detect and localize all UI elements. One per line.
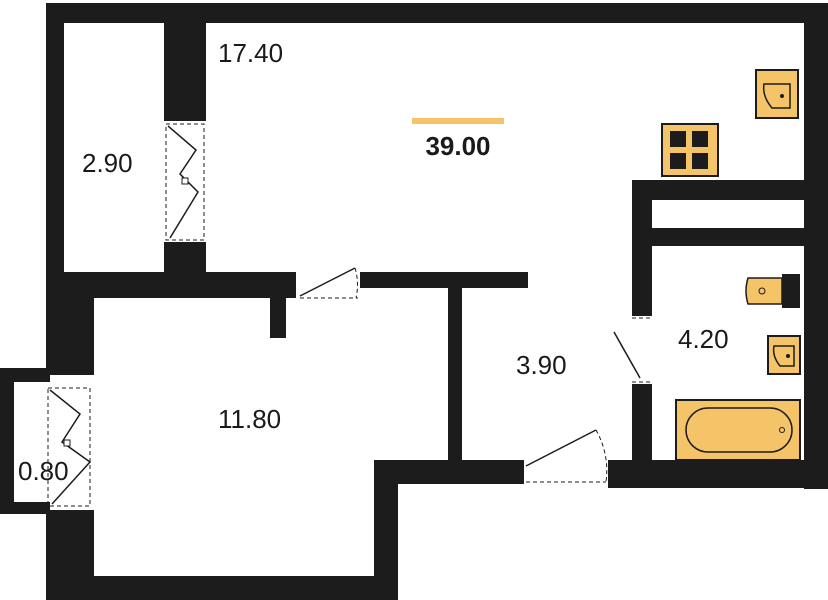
wall-bath-left-lower: [632, 384, 652, 488]
labels: 39.00 17.40 2.90 11.80 3.90 4.20 0.80: [18, 38, 729, 486]
wall-mid-right: [360, 272, 528, 288]
balcony-wall-bottom: [0, 502, 50, 514]
storage-door: [165, 123, 205, 241]
total-area: 39.00: [425, 131, 490, 161]
wall-bath-left-upper: [632, 180, 652, 316]
toilet-icon: [745, 274, 800, 308]
wall-bottom-left: [46, 576, 398, 600]
wall-mid-left: [46, 272, 296, 298]
wall-storage-upper: [164, 3, 206, 121]
room-area-storage: 2.90: [82, 148, 133, 178]
wall-bath-shelf: [632, 228, 828, 246]
bathtub-icon: [675, 399, 801, 461]
bedroom-door: [299, 267, 358, 299]
walls: [0, 3, 828, 600]
room-area-balcony: 0.80: [18, 456, 69, 486]
sink-icon: [755, 69, 799, 119]
washbasin-icon: [767, 335, 801, 375]
balcony-door: [47, 387, 92, 507]
bathroom-door: [613, 317, 652, 383]
stove-icon: [661, 123, 719, 177]
entrance-door: [525, 429, 608, 483]
doors: [47, 123, 652, 507]
room-area-bathroom: 4.20: [678, 324, 729, 354]
room-area-bedroom: 11.80: [218, 404, 281, 434]
wall-left-upper: [46, 3, 64, 303]
balcony-wall-left: [0, 368, 14, 514]
room-area-kitchen-living: 17.40: [218, 38, 283, 68]
fixtures: [661, 69, 801, 461]
wall-stub: [270, 290, 286, 338]
room-area-hallway: 3.90: [516, 350, 567, 380]
total-area-bar: [412, 118, 504, 124]
wall-bath-top: [632, 180, 828, 200]
wall-top: [46, 3, 828, 23]
wall-bedroom-right: [448, 286, 462, 476]
